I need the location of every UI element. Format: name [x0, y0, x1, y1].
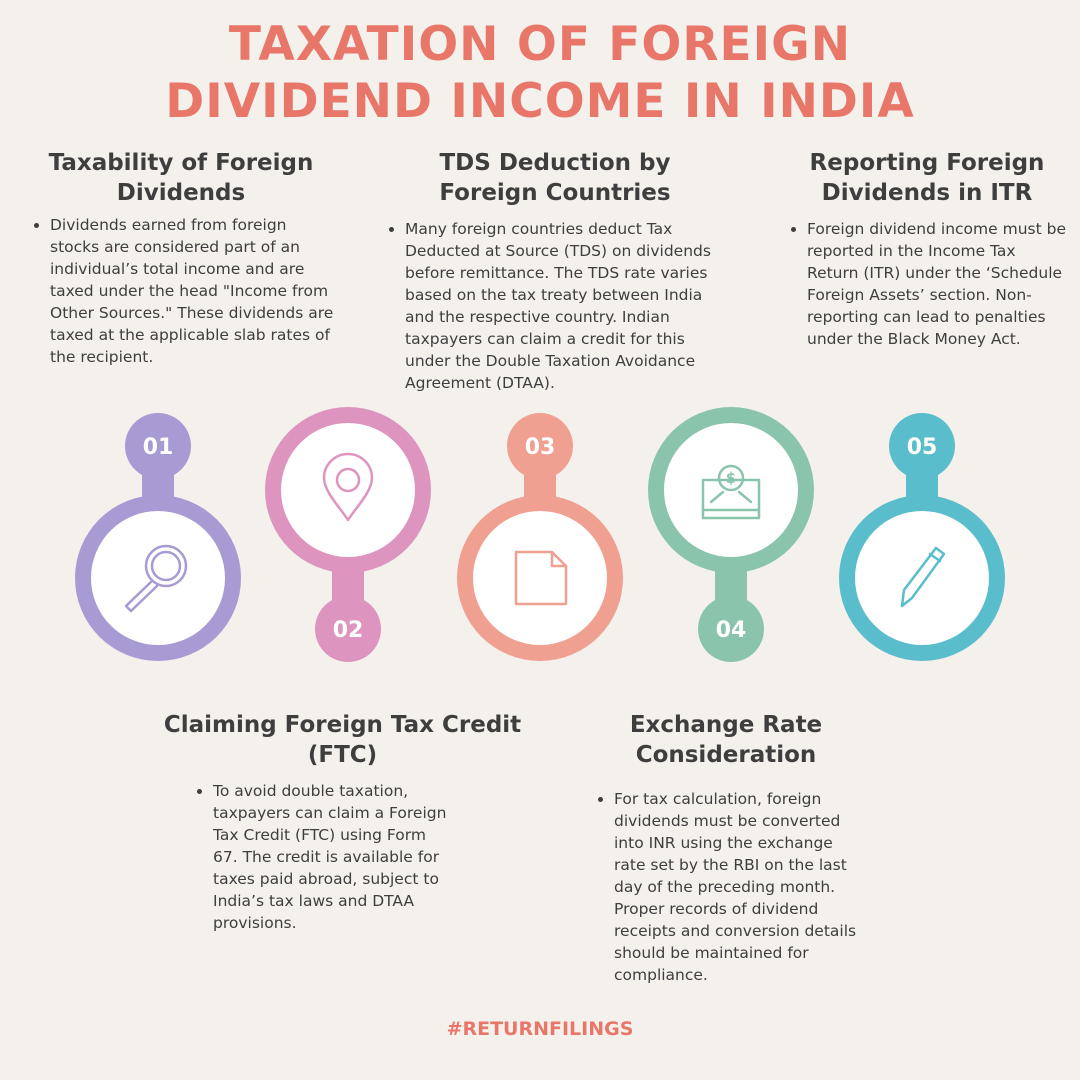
- step-number: 01: [143, 435, 174, 460]
- section-ftc: Claiming Foreign Tax Credit(FTC) To avoi…: [150, 710, 535, 934]
- dollar-box-icon: $: [701, 464, 761, 520]
- step-number-badge: [889, 413, 955, 479]
- step-number: 03: [525, 435, 556, 460]
- location-pin-icon: [322, 452, 374, 522]
- step-icon-disc: [855, 511, 989, 645]
- step-node-01: 01: [75, 413, 241, 661]
- footer-hashtag: #RETURNFILINGS: [446, 1018, 634, 1040]
- pencil-icon: [900, 546, 946, 608]
- step-node-05: 05: [839, 413, 1005, 661]
- step-node-03: 03: [457, 413, 623, 661]
- step-number: 05: [907, 435, 938, 460]
- title-line-2: DIVIDEND INCOME IN INDIA: [165, 74, 915, 129]
- section-heading: Claiming Foreign Tax Credit(FTC): [163, 712, 522, 768]
- section-bullet: To avoid double taxation, taxpayers can …: [213, 780, 448, 934]
- step-number-badge: [125, 413, 191, 479]
- step-number-badge: [698, 596, 764, 662]
- section-bullet: Many foreign countries deduct Tax Deduct…: [405, 218, 727, 394]
- svg-text:$: $: [726, 469, 736, 487]
- step-icon-disc: [473, 511, 607, 645]
- page-title: TAXATION OF FOREIGN DIVIDEND INCOME IN I…: [0, 16, 1080, 130]
- magnifier-icon: [124, 544, 188, 613]
- step-node-02: 02: [265, 407, 431, 662]
- step-number-badge: [315, 596, 381, 662]
- step-number-badge: [507, 413, 573, 479]
- title-line-1: TAXATION OF FOREIGN: [228, 17, 852, 72]
- step-number: 02: [333, 618, 364, 643]
- document-icon: [514, 550, 568, 606]
- section-bullet: For tax calculation, foreign dividends m…: [614, 788, 860, 986]
- step-number: 04: [716, 618, 747, 643]
- section-bullet: Dividends earned from foreign stocks are…: [50, 214, 334, 368]
- step-node-04: 04: [648, 407, 814, 662]
- section-bullet: Foreign dividend income must be reported…: [807, 218, 1069, 350]
